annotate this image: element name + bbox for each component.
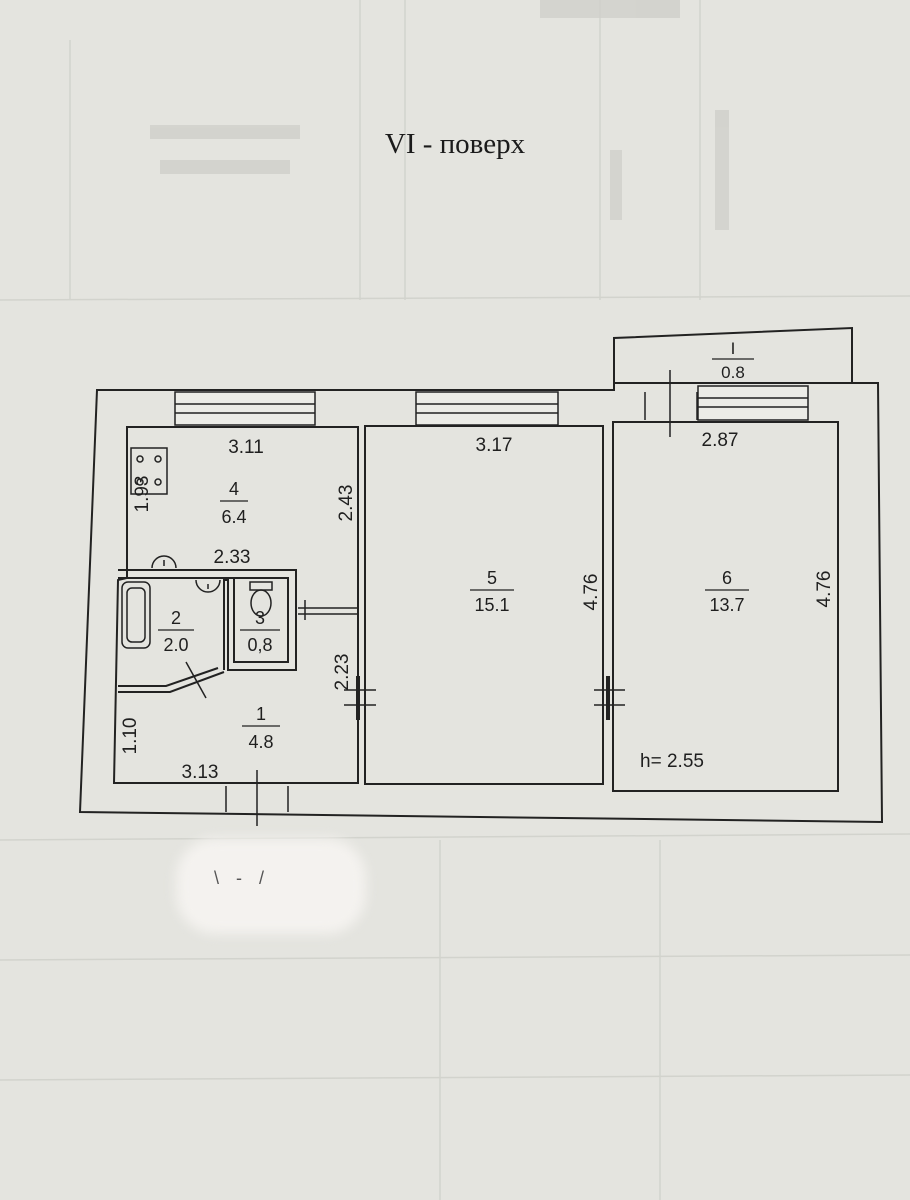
obscured-text: \ - /	[214, 868, 270, 888]
room-area: 6.4	[221, 507, 246, 527]
washbasin-icon	[195, 579, 221, 593]
room-2-label: 2 2.0	[158, 608, 194, 655]
dim-bath-block-width: 2.33	[214, 547, 251, 568]
room-3-label: 3 0,8	[240, 608, 280, 655]
balcony	[613, 326, 853, 385]
dim-corridor-left: 1.10	[120, 718, 141, 755]
room-1-label: 1 4.8	[242, 704, 280, 752]
room-number: 3	[255, 608, 265, 628]
room-5-label: 5 15.1	[470, 568, 514, 615]
dim-kitchen-height: 1.93	[132, 476, 153, 513]
balcony-number: I	[731, 339, 736, 358]
ceiling-height: h= 2.55	[640, 751, 704, 772]
partition-walls	[118, 422, 614, 791]
toilet-icon	[249, 581, 273, 617]
room-area: 4.8	[248, 732, 273, 752]
room-number: 2	[171, 608, 181, 628]
dim-room6-height: 4.76	[814, 571, 835, 608]
window	[415, 391, 559, 426]
door	[225, 770, 289, 826]
room-area: 15.1	[474, 595, 509, 615]
dim-room5-width: 3.17	[476, 435, 513, 456]
room-number: 4	[229, 479, 239, 499]
dim-room5-height: 4.76	[581, 574, 602, 611]
bathtub-icon	[121, 581, 151, 649]
sink-icon	[151, 555, 177, 569]
room-6-label: 6 13.7	[705, 568, 749, 615]
dim-kitchen-right: 2.43	[336, 485, 357, 522]
balcony-label: I 0.8	[712, 339, 754, 382]
obscured-patch	[176, 838, 366, 934]
floor-title: VI - поверх	[384, 128, 526, 160]
room-area: 2.0	[163, 635, 188, 655]
room-number: 1	[256, 704, 266, 724]
door	[644, 370, 698, 437]
dim-room6-width: 2.87	[702, 430, 739, 451]
window	[697, 385, 809, 421]
room-4-label: 4 6.4	[220, 479, 248, 527]
room-number: 6	[722, 568, 732, 588]
door	[344, 676, 376, 720]
room-number: 5	[487, 568, 497, 588]
dim-kitchen-width: 3.11	[228, 437, 264, 458]
door	[594, 676, 625, 720]
window	[174, 391, 316, 426]
dim-corridor-right: 2.23	[332, 654, 353, 691]
balcony-area: 0.8	[721, 363, 745, 382]
room-area: 13.7	[709, 595, 744, 615]
door	[185, 661, 207, 699]
dim-corridor-width: 3.13	[182, 762, 219, 783]
door	[298, 600, 358, 620]
stove-icon	[130, 447, 168, 495]
room-area: 0,8	[247, 635, 272, 655]
